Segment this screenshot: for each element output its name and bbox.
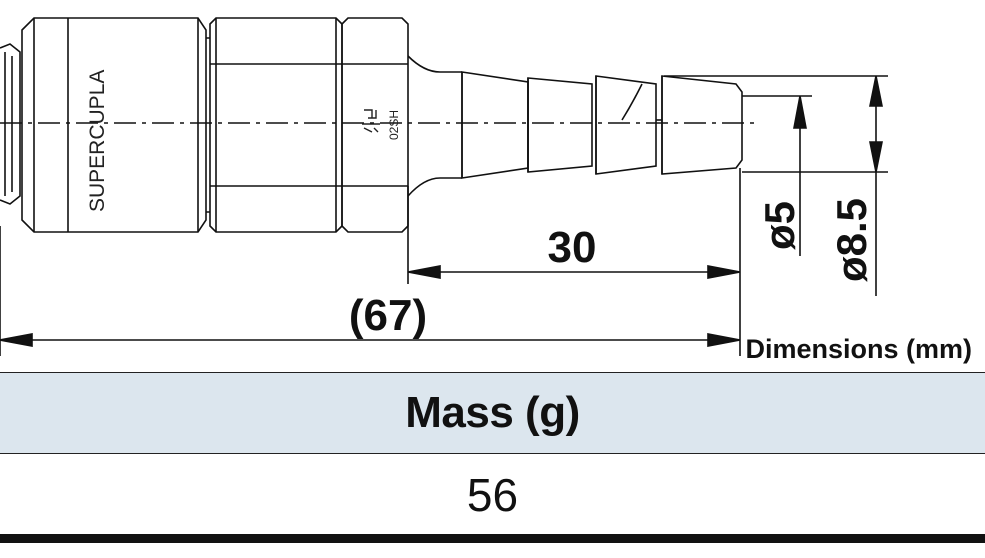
bottom-rule — [0, 534, 985, 543]
dimension-d5-text: ø5 — [756, 201, 803, 250]
dimension-hose-length — [407, 168, 741, 356]
hose-barb — [461, 71, 743, 179]
hex-nut-large — [209, 17, 343, 233]
model-label: 02SH — [387, 110, 401, 140]
dimension-total-length — [0, 226, 741, 356]
units-note: Dimensions (mm) — [745, 334, 972, 364]
dimension-inner-diameter — [742, 95, 812, 256]
dimension-30-text: 30 — [548, 223, 597, 272]
dimension-d85-text: ø8.5 — [828, 198, 875, 282]
brand-label: SUPERCUPLA — [86, 70, 109, 212]
mass-header: Mass (g) — [0, 372, 985, 454]
coupler-drawing: SUPERCUPLA 02SH 30 (67) ø5 ø8.5 Dimens — [0, 17, 972, 364]
neck — [407, 55, 462, 197]
socket-end — [0, 43, 21, 205]
maker-mark-icon — [362, 109, 380, 133]
mass-value: 56 — [466, 469, 519, 521]
mass-table: Mass (g) 56 — [0, 372, 985, 558]
dimension-outer-diameter — [664, 75, 888, 296]
sleeve-body — [21, 17, 210, 233]
dimension-67-text: (67) — [349, 291, 427, 340]
